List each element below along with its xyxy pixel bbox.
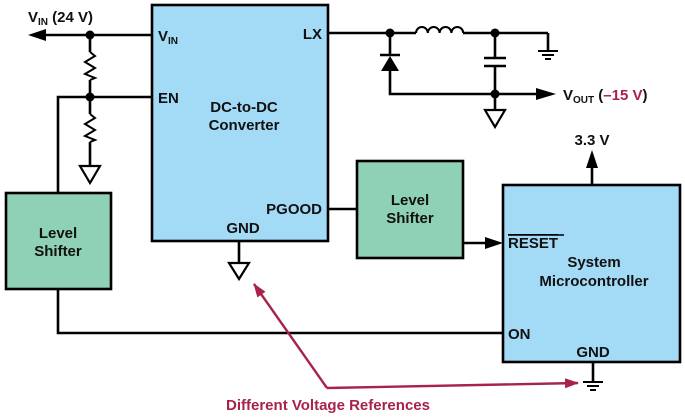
- system-microcontroller: RESET System Microcontroller ON GND: [501, 183, 682, 364]
- voltage-reference-annotation: Different Voltage References: [226, 283, 579, 414]
- converter-title-line1: DC-to-DC: [210, 99, 278, 116]
- svg-text:Level: Level: [39, 225, 77, 242]
- level-shifter-middle: Level Shifter: [355, 159, 465, 260]
- converter-pin-vin: VIN: [158, 28, 178, 47]
- converter-ground-triangle-icon: [227, 261, 251, 282]
- annotation-arrow-micro: [326, 378, 579, 390]
- micro-title-line1: System: [567, 254, 620, 271]
- dc-dc-converter: VIN EN LX DC-to-DC Converter PGOOD GND: [150, 3, 330, 243]
- level-shifter-left: Level Shifter: [4, 191, 113, 291]
- resistor-bottom-icon: [82, 113, 98, 143]
- resistor-divider: [78, 35, 102, 186]
- en-wire: [56, 95, 152, 193]
- micro-title-line2: Microcontroller: [539, 273, 648, 290]
- micro-pin-gnd: GND: [576, 344, 610, 361]
- converter-pin-en: EN: [158, 90, 179, 107]
- converter-pin-lx: LX: [303, 26, 322, 43]
- vout-wire: [388, 71, 545, 96]
- supply-arrow-icon: [586, 150, 598, 168]
- supply-label: 3.3 V: [574, 132, 609, 149]
- on-wire: [56, 289, 503, 335]
- ground-triangle-icon: [78, 164, 102, 186]
- micro-earth-ground-icon: [583, 381, 603, 391]
- converter-pin-pgood: PGOOD: [266, 201, 322, 218]
- vout-junction-dot: [490, 89, 500, 99]
- svg-text:Shifter: Shifter: [386, 210, 434, 227]
- annotation-arrow-converter: [253, 283, 328, 389]
- vin-net: VIN (24 V): [28, 9, 152, 41]
- annotation-text: Different Voltage References: [226, 397, 430, 414]
- converter-title-line2: Converter: [209, 117, 280, 134]
- output-ground-triangle-icon: [483, 108, 507, 130]
- micro-pin-on: ON: [508, 326, 531, 343]
- earth-ground-icon: [538, 50, 558, 60]
- svg-text:Shifter: Shifter: [34, 243, 82, 260]
- diode-icon: [381, 56, 399, 71]
- resistor-top-icon: [82, 51, 98, 81]
- vout-label: VOUT (–15 V): [563, 87, 648, 106]
- output-stage: VOUT (–15 V): [328, 26, 648, 130]
- inductor-icon: [415, 26, 465, 34]
- micro-pin-reset: RESET: [508, 235, 558, 252]
- vin-arrow-icon: [28, 29, 46, 41]
- svg-text:Level: Level: [391, 192, 429, 209]
- reset-arrow-icon: [485, 237, 503, 249]
- vin-label: VIN (24 V): [28, 9, 93, 28]
- converter-pin-gnd: GND: [226, 220, 260, 237]
- vout-arrow-icon: [536, 88, 556, 100]
